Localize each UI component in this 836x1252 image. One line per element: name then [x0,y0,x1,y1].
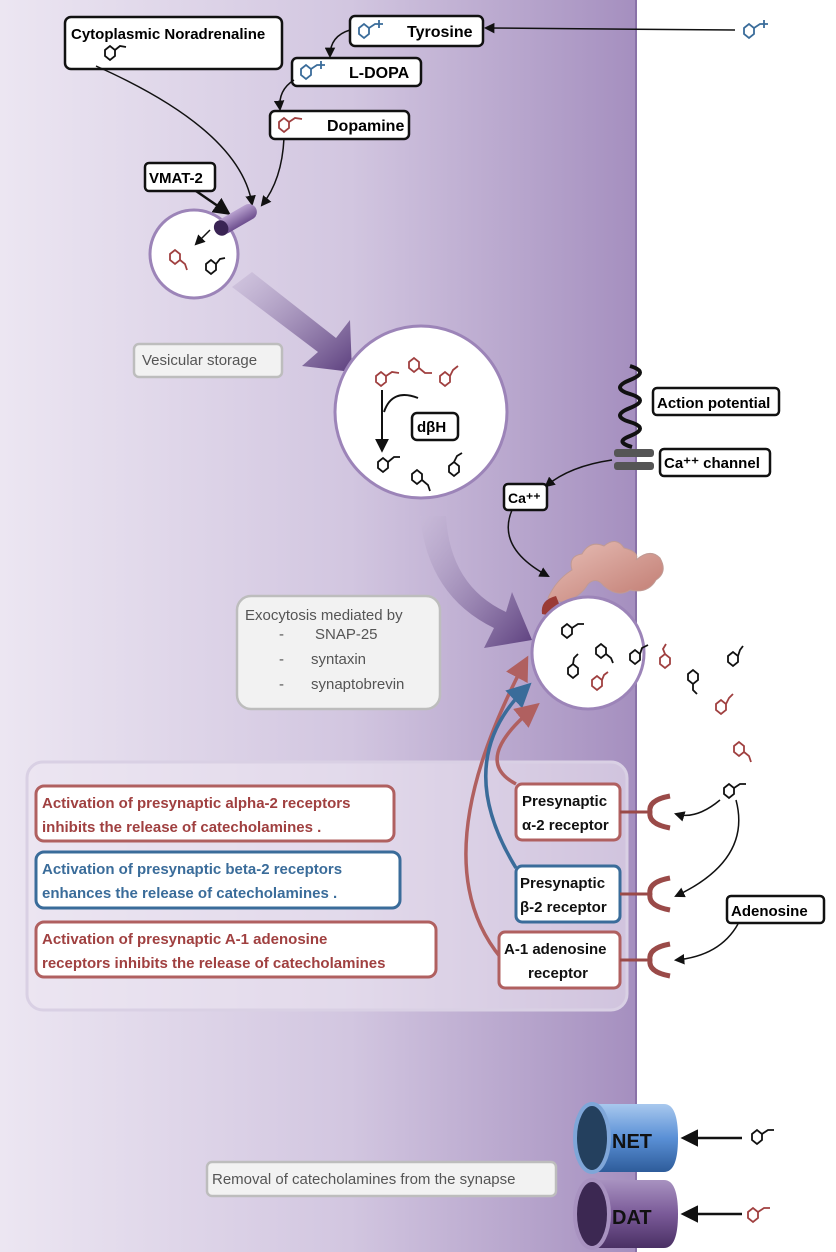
action-potential-label: Action potential [657,395,770,412]
a1-receptor-line2: receptor [528,965,588,982]
dopamine-label: Dopamine [327,118,404,135]
net-label: NET [612,1131,652,1153]
exocytosis-item-synaptobrevin: synaptobrevin [311,676,404,693]
conversion-curve [383,394,419,413]
beta2-note: Activation of presynaptic beta-2 recepto… [34,850,402,910]
a1-note-line1: Activation of presynaptic A-1 adenosine [42,931,327,948]
alpha2-feedback-arc [495,702,540,786]
a1-receptor-box: A-1 adenosine receptor [497,930,622,990]
tyrosine-label: Tyrosine [407,24,473,41]
net-noradrenaline-icon [751,1128,774,1146]
exocytosis-item-syntaxin: syntaxin [311,651,366,668]
exocytosis-dash-1: - [279,626,284,643]
external-tyrosine-icon [743,20,768,40]
action-potential-wave-icon [618,364,642,449]
release-transition-arrow [420,516,532,648]
noradrenaline-to-beta2-arrow [674,799,740,898]
vmat-uptake-arrow [194,229,211,246]
beta2-note-line2: enhances the release of catecholamines . [42,885,337,902]
dopamine-molecule-icon [278,116,303,134]
alpha2-note-line2: inhibits the release of catecholamines . [42,819,321,836]
released-noradrenaline-icons [561,622,744,695]
tyrosine-uptake-arrow [483,22,736,34]
adenosine-box: Adenosine [725,894,826,925]
beta2-receptor-line1: Presynaptic [520,875,605,892]
beta2-feedback-arc [484,682,532,869]
cytoplasmic-noradrenaline-box: Cytoplasmic Noradrenaline [63,15,284,71]
dat-dopamine-icon [747,1206,770,1224]
alpha2-note-line1: Activation of presynaptic alpha-2 recept… [42,795,350,812]
calcium-ion-box: Ca⁺⁺ [502,482,549,512]
dopamine-box: Dopamine [268,109,411,141]
snare-complex-icon [541,541,664,616]
calcium-to-snare-arrow [507,509,550,577]
calcium-channel-box: Ca⁺⁺ channel [658,447,772,478]
net-transporter-icon: NET [573,1102,678,1174]
stored-noradrenaline-icons [377,452,463,492]
dbh-enzyme-box: dβH [410,411,460,442]
ldopa-to-dopamine-arrow [273,79,295,112]
noradrenaline-to-alpha2-arrow [673,799,721,822]
vesicular-storage-label: Vesicular storage [142,352,257,369]
synaptic-noradrenaline-icon [723,782,746,800]
beta2-note-line1: Activation of presynaptic beta-2 recepto… [42,861,342,878]
dat-label: DAT [612,1207,652,1229]
noradrenaline-to-vmat-arrow [95,65,256,207]
exocytosis-dash-3: - [279,676,284,693]
alpha2-note: Activation of presynaptic alpha-2 recept… [34,784,396,843]
ldopa-label: L-DOPA [349,65,410,82]
vmat-label: VMAT-2 [149,170,203,187]
vesicular-storage-box: Vesicular storage [132,342,284,379]
dbh-label: dβH [417,419,446,436]
tyrosine-to-ldopa-arrow [324,29,351,59]
exocytosis-box: Exocytosis mediated by - SNAP-25 - synta… [235,594,442,711]
beta2-receptor-line2: β-2 receptor [520,899,607,916]
exocytosis-item-snap25: SNAP-25 [315,626,378,643]
adenosine-to-a1-arrow [673,923,739,965]
alpha2-receptor-line2: α-2 receptor [522,817,609,834]
tyrosine-molecule-icon [358,20,383,40]
dat-transporter-icon: DAT [573,1178,678,1250]
ldopa-box: L-DOPA [290,56,423,88]
a1-note-line2: receptors inhibits the release of catech… [42,955,385,972]
alpha2-receptor-line1: Presynaptic [522,793,607,810]
storage-transition-arrow [232,272,352,372]
docked-vesicle [530,595,646,711]
exocytosis-dash-2: - [279,651,284,668]
removal-label: Removal of catecholamines from the synap… [212,1171,515,1188]
action-potential-box: Action potential [651,386,781,417]
stored-dopamine-icons [375,356,459,388]
a1-receptor-line1: A-1 adenosine [504,941,607,958]
vesicle-dopamine-icon [169,248,188,271]
vmat-transporter-icon [213,204,257,236]
noradrenaline-molecule-icon [104,44,127,62]
beta2-receptor-box: Presynaptic β-2 receptor [514,864,622,924]
vesicle-noradrenaline-icon [205,257,226,276]
vmat-box: VMAT-2 [143,161,217,193]
vmat-pointer-arrow [195,189,231,215]
removal-box: Removal of catecholamines from the synap… [205,1160,558,1198]
calcium-channel-icon [614,449,654,470]
cytoplasmic-label: Cytoplasmic Noradrenaline [71,26,265,43]
released-dopamine-icons [591,643,752,763]
a1-note: Activation of presynaptic A-1 adenosine … [34,920,438,979]
calcium-channel-label: Ca⁺⁺ channel [664,455,760,472]
tyrosine-box: Tyrosine [348,14,485,48]
exocytosis-title: Exocytosis mediated by [245,607,403,624]
ldopa-molecule-icon [300,61,325,81]
calcium-ion-label: Ca⁺⁺ [508,490,541,506]
calcium-influx-arrow [544,459,613,488]
dopamine-to-vmat-arrow [260,137,285,207]
membrane-receptors [620,793,671,979]
alpha2-receptor-box: Presynaptic α-2 receptor [514,782,622,842]
a1-feedback-arc [464,655,529,960]
adenosine-label: Adenosine [731,903,808,920]
